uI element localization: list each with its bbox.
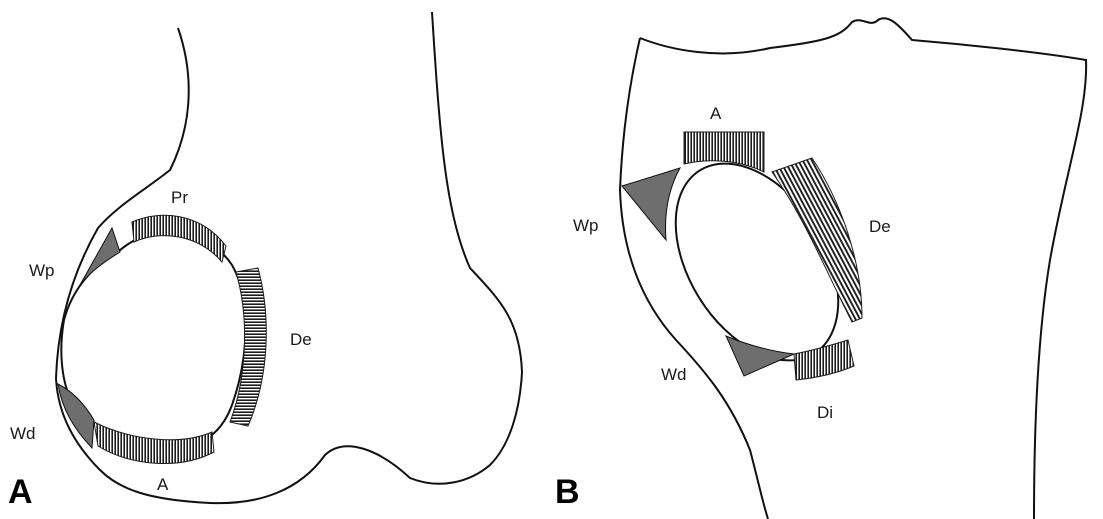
panel-b-label-di: Di (817, 404, 833, 421)
panel-b-label-a: A (710, 105, 721, 122)
panel-a-label-wd: Wd (10, 425, 36, 442)
panel-a-drawing (56, 12, 522, 503)
panel-b-drawing (620, 18, 1086, 519)
panel-b-label-de: De (869, 218, 891, 235)
panel-a-label-wp: Wp (29, 262, 55, 279)
panel-b-letter: B (555, 475, 580, 509)
panel-a-label-pr: Pr (171, 189, 188, 206)
panel-b-label-wd: Wd (661, 366, 687, 383)
panel-a-label-a: A (157, 476, 168, 493)
panel-a-label-de: De (290, 331, 312, 348)
panel-a-letter: A (8, 475, 33, 509)
panel-b-label-wp: Wp (573, 217, 599, 234)
panel-b-wp-wedge (622, 168, 680, 240)
